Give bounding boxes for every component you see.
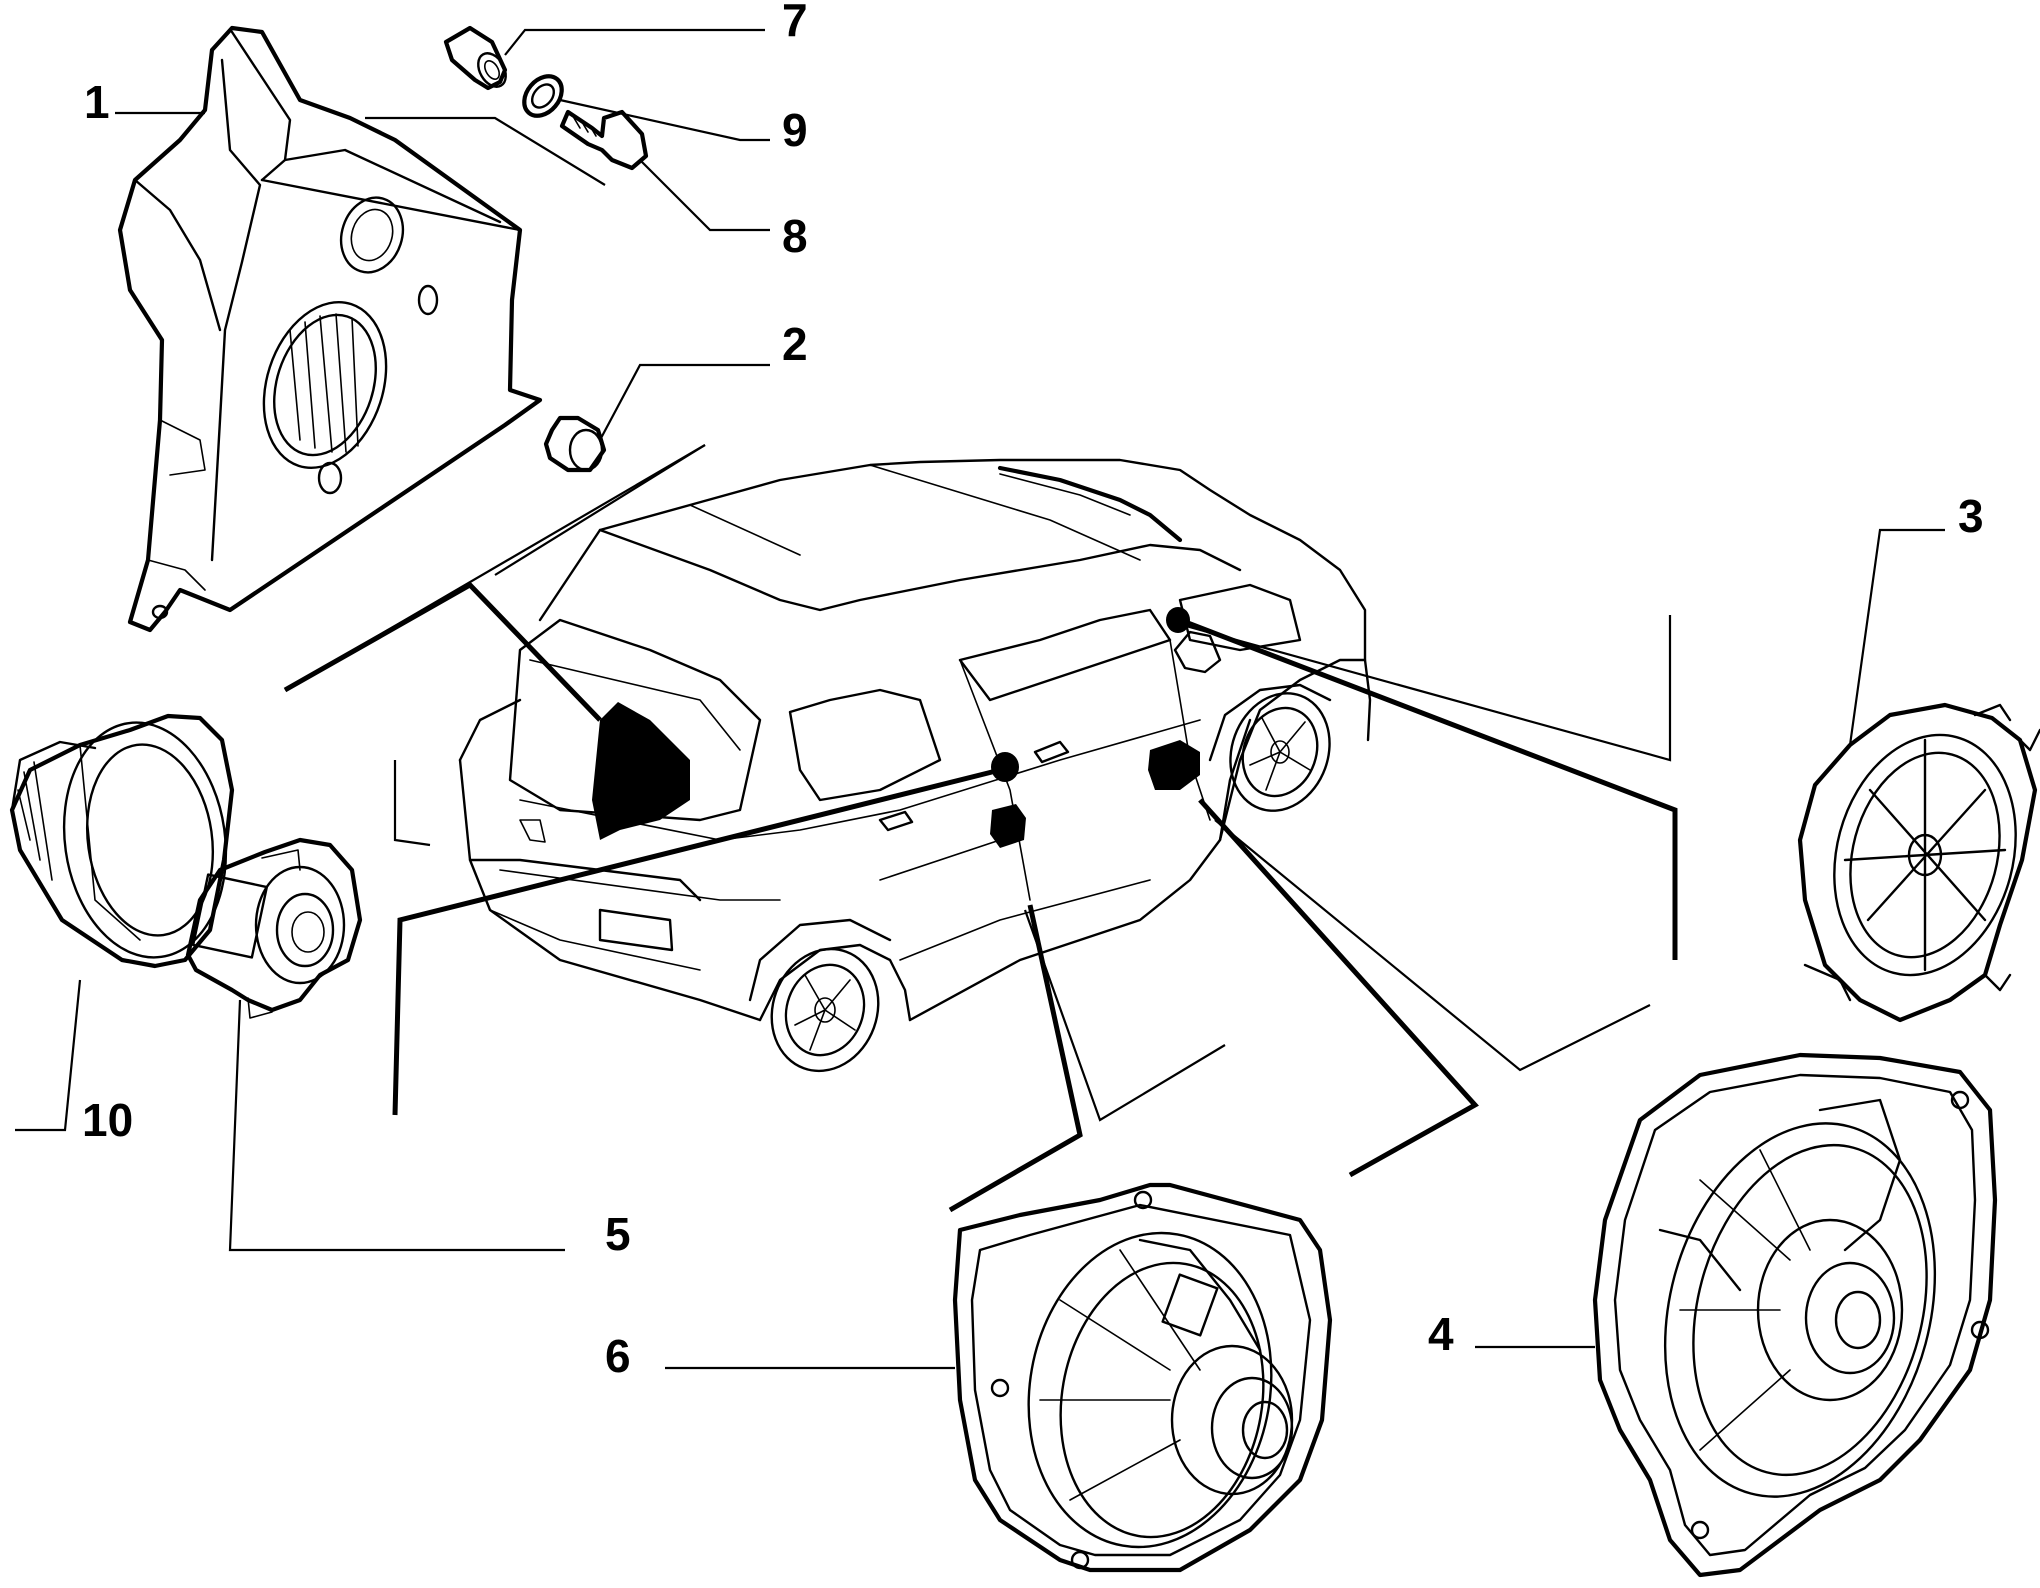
leader-lines [15,28,1945,1370]
label-1: 1 [84,76,110,128]
label-2: 2 [782,318,808,370]
part-1-speaker-enclosure [117,25,543,633]
part-3-tweeter-bracket [1797,702,2040,1023]
label-8: 8 [782,210,808,262]
label-9: 9 [782,104,808,156]
label-4: 4 [1428,1308,1454,1360]
callout-labels: 1 7 9 8 2 3 4 5 6 10 [82,0,1984,1382]
label-7: 7 [782,0,808,46]
part-10-cone-speaker [9,713,235,969]
part-4-rear-door-speaker [1592,1052,1998,1578]
part-8-bolt [559,109,649,171]
part-9-washer [522,74,564,118]
label-6: 6 [605,1330,631,1382]
part-6-door-speaker [952,1182,1333,1573]
label-3: 3 [1958,490,1984,542]
part-7-rivet-nut [443,25,508,91]
label-5: 5 [605,1208,631,1260]
speaker-locations [592,607,1200,848]
label-10: 10 [82,1094,133,1146]
car-body [458,458,1372,1073]
part-2-plug [543,415,607,473]
part-5-tweeter [185,837,363,1019]
